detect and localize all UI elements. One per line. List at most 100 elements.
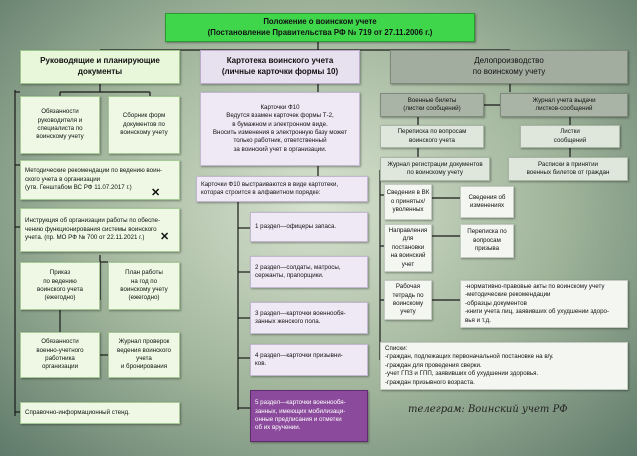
section-5-box: 5 раздел—карточки военнообя- занных, име… [250,390,368,442]
lists-line: Списки: [385,345,408,353]
changes-line: изменениях [469,202,505,209]
reference-stand-box: Справочно-информационный стенд. [20,402,180,424]
military-tickets-box: Военные билеты (листки сообщений) [380,93,484,117]
directions-line: постановки [391,243,425,251]
forms-collection-box: Сборник форм документов по воинскому уче… [108,96,180,154]
lists-line: -учет ГПЗ и ГПП, заявивших об ухудшении … [385,370,539,378]
tickets-line: (листки сообщений) [403,105,461,112]
resp-line: работника [45,355,75,362]
order-box: Приказ по ведению воинского учета (ежего… [20,262,100,310]
method-recommendations-box: Методические рекомендации по ведению вои… [20,160,180,200]
corr-call-line: призыва [474,245,500,253]
middle-header-line1: Картотека воинского учета [226,56,334,66]
journal-line: учета [136,355,152,362]
issue-journal-box: Журнал учета выдачи листков-сообщений [500,93,628,117]
telegram-caption: телеграм: Воинский учет РФ [408,404,568,415]
corr-line: Переписка по вопросам [397,128,467,136]
workbook-contents-box: -нормативно-правовые акты по воинскому у… [460,280,628,328]
journal-line: и бронирования [120,363,168,371]
resp-line: военно-учетного [36,346,84,354]
bullet-line: -книги учета лиц, заявивших об ухудшении… [465,308,610,316]
directions-line: на воинский [390,252,426,260]
receipts-box: Расписки в принятии военных билетов от г… [508,157,628,181]
card10-line: Карточки Ф10 [260,103,300,111]
section-2-line: 2 раздел—солдаты, матросы, [255,263,341,271]
reg-journal-line: по воинскому учету [406,169,464,176]
sorted-line: которая строится в алфавитном порядке: [201,189,321,196]
forms-line: документов по [123,120,165,128]
section-5-line: онные предписания и отметки [255,416,342,423]
instr-line: учета. (пр. МО РФ № 700 от 22.11.2021 г.… [25,234,145,242]
reference-stand-text: Справочно-информационный стенд. [25,408,130,416]
message-sheets-box: Листки сообщений [520,125,620,148]
bullet-line: -методические рекомендации [465,291,551,299]
method-line: (утв. Генштабом ВС РФ 11.07.2017 г.) [25,184,132,192]
card-index-order-box: Карточки Ф10 выстраиваются в виде картот… [196,176,368,202]
section-2-box: 2 раздел—солдаты, матросы, сержанты, пра… [250,256,368,288]
duties-line: воинскому учету [36,133,84,141]
directions-line: учет [401,260,415,268]
vk-info-line: Сведения в ВК [386,189,430,197]
workbook-line: учету [400,308,416,316]
corr-call-line: Переписка по [467,228,507,236]
corr-call-line: вопросам [473,236,501,244]
inspection-journal-box: Журнал проверок ведения воинского учета … [108,332,180,378]
sheets-line: Листки [560,128,580,136]
middle-header-line2: (личные карточки формы 10) [221,67,339,76]
vk-info-line: уволенных [392,206,424,214]
reg-journal-line: Журнал регистрации документов [387,160,483,168]
workbook-line: тетрадь по [392,291,424,299]
section-5-line: об их вручении. [255,424,301,432]
conscription-corr-box: Переписка по вопросам призыва [460,224,514,258]
right-header-line2: по воинскому учету [472,67,546,76]
right-header-line1: Делопроизводство [474,56,544,66]
plan-line: воинскому учету [120,286,168,293]
section-4-line: 4 раздел—карточки призывни- [255,351,343,359]
resp-line: организации [41,363,79,371]
forms-line: воинскому учету [120,129,168,137]
duties-line: Обязанности [41,108,79,116]
issue-journal-line: листков-сообщений [535,105,593,112]
registration-journal-box: Журнал регистрации документов по воинско… [380,157,490,181]
duties-box: Обязанности руководителя и специалиста п… [20,96,100,154]
bullet-line: вья и т.д. [465,316,491,324]
changes-info-box: Сведения об изменениях [460,186,514,218]
section-5-line: 5 раздел—карточки военнообя- [255,399,346,407]
order-line: (ежегодно) [44,294,76,302]
section-3-line: 3 раздел—карточки военнообя- [255,309,346,317]
directions-box: Направления для постановки на воинский у… [384,224,432,272]
left-header-line2: документы [77,67,123,76]
top-header-box: Положение о воинском учете (Постановлени… [165,13,475,42]
section-1-text: 1 раздел—офицеры запаса. [255,222,337,230]
instr-line: Инструкция об организации работы по обес… [25,217,161,225]
workbook-box: Рабочая тетрадь по воинскому учету [384,280,432,320]
workbook-line: Рабочая [395,283,421,291]
order-line: по ведению [43,277,77,285]
sorted-line: Карточки Ф10 выстраиваются в виде картот… [201,180,339,188]
cross-mark-icon: ✕ [160,231,170,243]
bullet-line: -нормативно-правовые акты по воинскому у… [465,283,605,291]
top-header-line2: (Постановление Правительства РФ № 719 от… [207,27,433,37]
receipts-line: военных билетов от граждан [526,169,610,176]
method-line: ского учета в организации [25,175,101,183]
accounting-worker-duties-box: Обязанности военно-учетного работника ор… [20,332,100,378]
workbook-line: воинскому [392,300,424,307]
card10-line: Ведутся взамен карточек формы Т-2, [226,112,334,120]
middle-column-header: Картотека воинского учета(личные карточк… [200,50,360,84]
directions-line: для [402,235,414,243]
corr-line: воинского учета [409,136,455,144]
order-line: воинского учета [37,286,83,293]
sheets-line: сообщений [553,136,587,144]
correspondence-box: Переписка по вопросам воинского учета [380,125,484,148]
plan-line: (ежегодно) [128,294,160,302]
issue-journal-line: Журнал учета выдачи [532,96,596,104]
journal-line: Журнал проверок [118,338,170,346]
section-3-line: занных женского пола. [255,318,321,325]
cross-mark-icon: ✕ [151,187,161,199]
card10-line: Вносить изменения в электронную базу мож… [212,129,348,136]
section-5-line: занных, имеющих мобилизаци- [255,407,346,415]
card10-line: в бумажном и электронном виде. [232,120,328,128]
instruction-box: Инструкция об организации работы по обес… [20,208,180,252]
card10-line: только работник, ответственный [233,137,327,145]
